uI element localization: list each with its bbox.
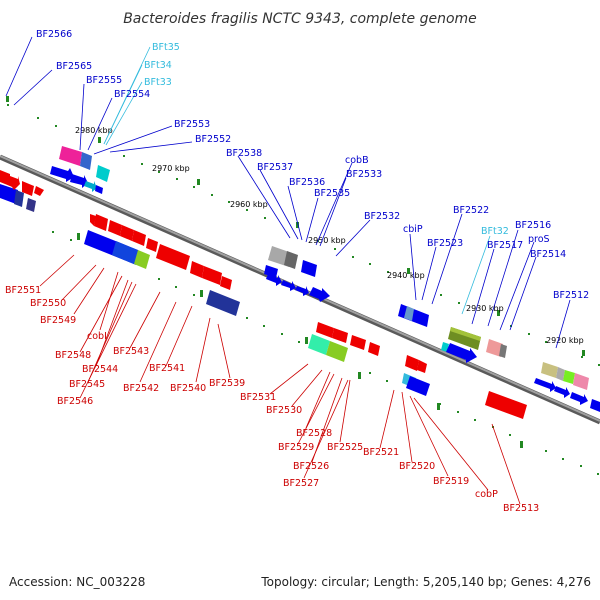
kbp-2980: 2980 kbp	[75, 126, 113, 135]
kbp-2960: 2960 kbp	[230, 200, 268, 209]
gene-label-bf2538: BF2538	[226, 148, 262, 159]
lower-scale-dots	[52, 231, 599, 475]
map-title: Bacteroides fragilis NCTC 9343, complete…	[123, 11, 477, 27]
gene-label-bf2521: BF2521	[363, 447, 399, 458]
bottom-connector-lines	[39, 254, 521, 505]
gene-label-bf2549: BF2549	[40, 315, 76, 326]
kbp-2920: 2920 kbp	[546, 336, 584, 345]
gene-label-bf2536: BF2536	[289, 177, 325, 188]
gene-label-bf2516: BF2516	[515, 220, 551, 231]
gene-label-bf2548: BF2548	[55, 350, 91, 361]
gene-label-bf2520: BF2520	[399, 461, 435, 472]
gene-label-bf2545: BF2545	[69, 379, 105, 390]
gene-label-cobi: cobI	[87, 331, 107, 342]
gene-label-bf2531: BF2531	[240, 392, 276, 403]
gene-label-bf2542: BF2542	[123, 383, 159, 394]
upper-scale-dots	[6, 96, 600, 366]
gene-label-bft35: BFt35	[152, 42, 180, 53]
gene-label-bf2528: BF2528	[296, 428, 332, 439]
gene-label-bf2517: BF2517	[487, 240, 523, 251]
gene-label-bf2512: BF2512	[553, 290, 589, 301]
top-connector-lines	[5, 36, 571, 349]
gene-label-bf2555: BF2555	[86, 75, 122, 86]
gene-label-bf2553: BF2553	[174, 119, 210, 130]
gene-label-bf2529: BF2529	[278, 442, 314, 453]
gene-label-cobp: cobP	[475, 489, 498, 500]
gene-label-bf2523: BF2523	[427, 238, 463, 249]
gene-label-bf2550: BF2550	[30, 298, 66, 309]
gene-label-pros: proS	[528, 234, 550, 245]
gene-label-bf2527: BF2527	[283, 478, 319, 489]
gene-label-bf2532: BF2532	[364, 211, 400, 222]
top-labels: BF2566 BF2565 BFt35 BFt34 BFt33 BF2555 B…	[36, 29, 589, 301]
bottom-labels: BF2551 BF2550 BF2549 cobI BF2548 BF2544 …	[5, 285, 539, 514]
gene-label-bf2566: BF2566	[36, 29, 72, 40]
gene-label-cbip: cbiP	[403, 224, 423, 235]
gene-label-bf2554: BF2554	[114, 89, 150, 100]
kbp-markers: 2980 kbp 2970 kbp 2960 kbp 2950 kbp 2940…	[75, 126, 584, 345]
gene-label-bf2565: BF2565	[56, 61, 92, 72]
kbp-2970: 2970 kbp	[152, 164, 190, 173]
gene-label-bf2514: BF2514	[530, 249, 566, 260]
gene-label-bf2535: BF2535	[314, 188, 350, 199]
gene-label-bf2533: BF2533	[346, 169, 382, 180]
gene-label-bft33: BFt33	[144, 77, 172, 88]
gene-label-bf2513: BF2513	[503, 503, 539, 514]
gene-label-bf2526: BF2526	[293, 461, 329, 472]
top-strand-genes	[0, 146, 600, 412]
gene-label-bf2537: BF2537	[257, 162, 293, 173]
gene-label-bf2544: BF2544	[82, 364, 118, 375]
kbp-2950: 2950 kbp	[308, 236, 346, 245]
gene-label-bf2540: BF2540	[170, 383, 206, 394]
gene-label-bf2539: BF2539	[209, 378, 245, 389]
gene-label-bf2522: BF2522	[453, 205, 489, 216]
gene-label-bf2546: BF2546	[57, 396, 93, 407]
kbp-2930: 2930 kbp	[466, 304, 504, 313]
gene-label-bf2519: BF2519	[433, 476, 469, 487]
gene-label-bf2530: BF2530	[266, 405, 302, 416]
gene-label-cobb: cobB	[345, 155, 369, 166]
kbp-2940: 2940 kbp	[387, 271, 425, 280]
gene-label-bf2543: BF2543	[113, 346, 149, 357]
gene-label-bf2541: BF2541	[149, 363, 185, 374]
gene-label-bf2551: BF2551	[5, 285, 41, 296]
gene-label-bft34: BFt34	[144, 60, 172, 71]
gene-label-bf2552: BF2552	[195, 134, 231, 145]
bottom-strand-genes	[0, 170, 527, 419]
gene-label-bf2525: BF2525	[327, 442, 363, 453]
genome-summary-text: Topology: circular; Length: 5,205,140 bp…	[260, 575, 591, 589]
accession-text: Accession: NC_003228	[9, 575, 145, 589]
gene-label-bft32: BFt32	[481, 226, 509, 237]
